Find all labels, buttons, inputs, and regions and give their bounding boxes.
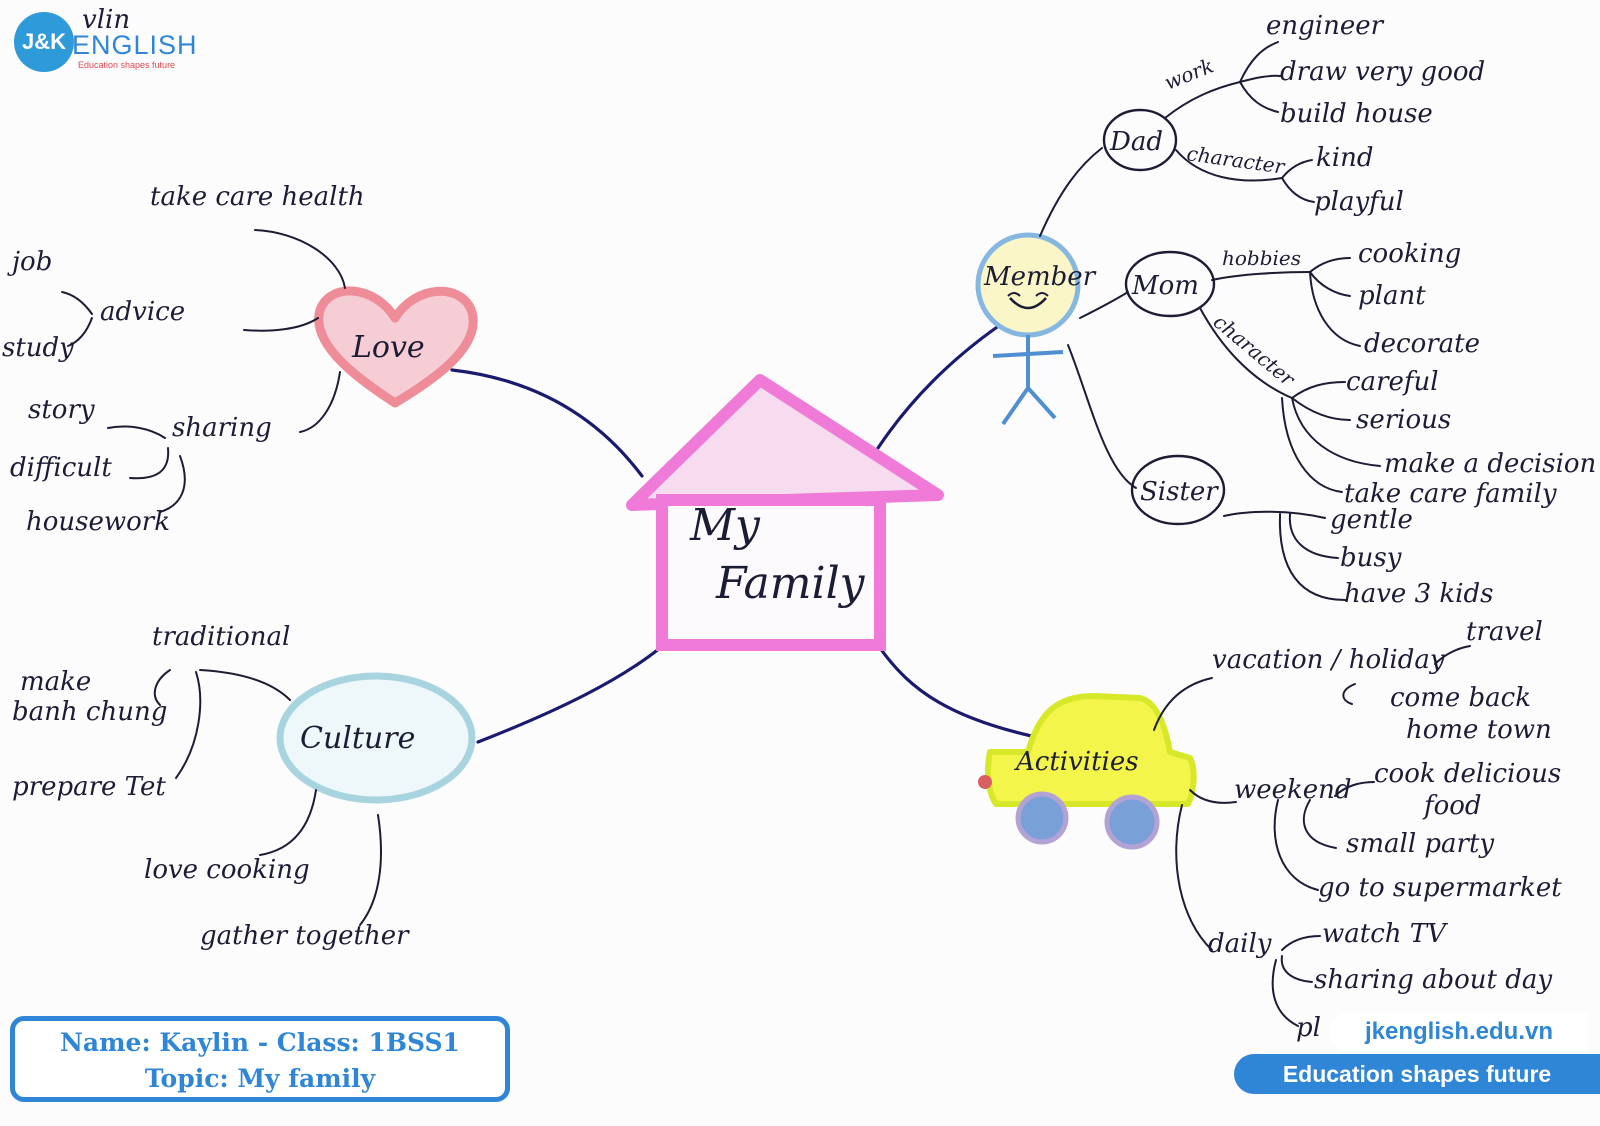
sister-node — [1130, 454, 1226, 526]
mom-character-label: character — [1209, 309, 1301, 391]
love-leaf-job: job — [7, 247, 52, 277]
sister-label: Sister — [1140, 477, 1219, 507]
culture-leaf-love-cooking: love cooking — [144, 855, 310, 885]
activities-daily-label: daily — [1208, 929, 1272, 959]
jk-english-logo: J&K ENGLISH Education shapes future — [14, 12, 224, 78]
activities-daily-sharing: sharing about day — [1314, 965, 1552, 995]
dad-work-label: work — [1161, 53, 1217, 94]
culture-leaf-banh-chung: banh chung — [12, 697, 167, 727]
activities-vacation-label: vacation / holiday — [1212, 645, 1445, 675]
love-label: Love — [351, 330, 425, 365]
mom-label: Mom — [1131, 271, 1199, 301]
link-member — [876, 323, 1002, 450]
love-leaf-sharing: sharing — [172, 413, 272, 443]
dad-work-draw: draw very good — [1280, 57, 1485, 87]
mom-hobby-plant: plant — [1358, 281, 1426, 311]
dad-label: Dad — [1109, 127, 1163, 157]
member-node: Member — [975, 232, 1097, 426]
activities-weekend-label: weekend — [1234, 775, 1352, 805]
activities-daily-pl: pl — [1296, 1013, 1321, 1043]
student-info-card: Name: Kaylin - Class: 1BSS1 Topic: My fa… — [10, 1016, 510, 1102]
sister-trait-have-3-kids: have 3 kids — [1344, 579, 1493, 609]
love-leaf-study: study — [2, 333, 74, 363]
mom-character-careful: careful — [1346, 367, 1439, 397]
logo-tagline: Education shapes future — [78, 60, 176, 70]
dad-node — [1102, 108, 1178, 172]
love-leaf-housework: housework — [26, 507, 170, 537]
mom-node — [1124, 250, 1216, 318]
center-label-line1: My — [689, 500, 761, 551]
activities-vacation-home-town: home town — [1406, 715, 1552, 745]
logo-mark: J&K — [14, 12, 74, 72]
activities-weekend-small-party: small party — [1346, 829, 1494, 859]
mom-character-take-care-family: take care family — [1344, 479, 1557, 509]
culture-leaf-gather-together: gather together — [200, 921, 410, 951]
brand-tagline: Education shapes future — [1234, 1054, 1600, 1094]
culture-leaf-prepare-tet: prepare Tet — [12, 772, 166, 802]
culture-label: Culture — [300, 721, 415, 756]
dad-work-build-house: build house — [1280, 99, 1433, 129]
link-activities — [878, 646, 1052, 742]
activities-daily-watch-tv: watch TV — [1322, 919, 1448, 949]
mom-hobby-decorate: decorate — [1364, 329, 1480, 359]
car-node: Activities — [978, 693, 1197, 850]
sister-trait-gentle: gentle — [1330, 505, 1413, 535]
activities-weekend-food: food — [1422, 791, 1482, 821]
topic-line: Topic: My family — [144, 1064, 376, 1093]
dad-character-kind: kind — [1316, 143, 1373, 173]
activities-vacation-come-back: come back — [1390, 683, 1531, 713]
culture-leaf-make: make — [20, 667, 91, 697]
brand-url: jkenglish.edu.vn — [1330, 1012, 1588, 1052]
corner-note: vlin — [82, 5, 130, 35]
love-leaf-advice: advice — [100, 297, 185, 327]
activities-label: Activities — [1014, 747, 1139, 777]
logo-word: ENGLISH — [72, 30, 198, 60]
mom-character-make-decision: make a decision — [1384, 449, 1596, 479]
activities-weekend-cook-delicious: cook delicious — [1374, 759, 1561, 789]
activities-weekend-supermarket: go to supermarket — [1318, 873, 1562, 903]
love-leaf-difficult: difficult — [10, 453, 112, 483]
love-node: Love — [314, 286, 478, 408]
link-culture — [476, 646, 662, 744]
mom-character-serious: serious — [1356, 405, 1451, 435]
mom-hobby-cooking: cooking — [1358, 239, 1461, 269]
love-leaf-take-care-health: take care health — [150, 182, 365, 212]
member-label: Member — [983, 262, 1097, 292]
love-leaf-story: story — [28, 395, 95, 425]
mom-hobbies-label: hobbies — [1222, 246, 1301, 270]
culture-node: Culture — [276, 672, 476, 804]
link-love — [450, 368, 644, 478]
dad-character-label: character — [1185, 141, 1287, 179]
student-name-class: Name: Kaylin - Class: 1BSS1 — [60, 1028, 460, 1057]
activities-vacation-travel: travel — [1466, 617, 1543, 647]
dad-work-engineer: engineer — [1266, 11, 1385, 41]
culture-leaf-traditional: traditional — [152, 622, 290, 652]
house-center-node: My Family — [626, 374, 944, 651]
sister-trait-busy: busy — [1340, 543, 1402, 573]
center-label-line2: Family — [715, 558, 866, 609]
dad-character-playful: playful — [1314, 187, 1404, 217]
